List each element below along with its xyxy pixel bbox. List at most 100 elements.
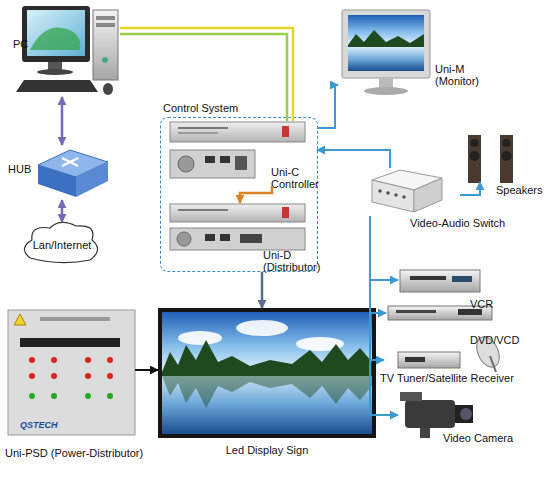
monitor-node: Uni-M (Monitor) [338,8,473,96]
monitor-bezel [342,10,430,78]
internet-node: Lan/Internet [22,222,102,268]
pc-wallpaper [30,28,80,51]
led-lake [162,372,372,434]
monitor-base [364,87,408,95]
rack-port [240,234,262,243]
dvd-tray [396,310,436,313]
hub-front [38,165,76,197]
dish-pole [490,356,496,372]
monitor-illustration [342,10,430,95]
psd-lamp [29,357,113,379]
rack-fan [178,156,194,172]
rack-port [205,156,215,163]
power-distributor-illustration [8,310,135,435]
speaker-cone [470,151,480,161]
vcr-display [452,276,472,282]
node-label: PC [13,38,28,50]
vcr-body [400,270,480,292]
led-reflection [162,376,372,408]
rack-inscription [178,209,228,211]
node-label: Video Camera [443,432,513,444]
led-cloud [178,331,222,345]
brand-logo: QSTECH [20,420,58,430]
node-label: Control System [163,102,238,114]
psd-lamp [51,393,57,399]
distributor-rack [170,204,305,250]
node-label: Led Display Sign [158,444,376,456]
speaker-cone [502,151,512,161]
speaker-cone [471,139,479,147]
rack-unit [170,204,305,222]
speaker-cabinet [468,135,481,183]
connector [120,34,287,121]
controller-node: Uni-C Controller [169,121,317,186]
connector [240,186,272,203]
node-label: Uni-D (Distributor) [263,249,329,273]
hub-logo [62,158,78,166]
psd-lamp [85,393,91,399]
camera-lens [455,405,473,423]
node-label: DVD/VCD [470,334,520,346]
node-label: Video-Audio Switch [410,217,505,229]
switch-illustration [372,170,442,212]
node-label: TV Tuner/Satellite Receiver [380,372,514,384]
node-label: Speakers [496,184,542,196]
pc-mouse [103,83,113,95]
psd-lamp [29,373,35,379]
vcr-node: VCR [398,262,508,310]
rack-port [220,234,230,241]
psd-lamp [107,393,113,399]
connector [135,369,158,371]
connector [120,28,293,121]
led-frame [158,308,376,438]
pc-keyboard [16,80,98,92]
psd-lamp [85,373,91,379]
dvd-node: DVD/VCD [386,302,511,350]
rack-switch [282,126,289,137]
connector [460,182,480,195]
led-cloud [236,320,288,336]
psd-lamp [85,357,91,363]
camera-illustration [400,392,473,438]
connector [370,216,384,360]
vcr-illustration [400,270,480,292]
monitor-lake [348,47,424,71]
tuner-node: TV Tuner/Satellite Receiver [384,338,524,386]
switch-front [372,180,414,212]
rack-port [235,156,247,170]
connector [370,216,386,313]
pc-drive [96,16,115,20]
node-label: VCR [470,298,493,310]
speakers-illustration [468,135,513,183]
psd-lamp [29,393,113,399]
pc-stand [48,62,62,70]
camera-body [405,400,455,428]
switch-jack [378,189,382,193]
psd-display [20,338,120,347]
camera-glass [460,408,472,420]
connector [370,216,398,415]
connector [61,97,64,145]
pc-monitor [22,6,90,62]
switch-side [414,178,442,212]
connector [370,216,398,280]
pc-illustration [16,6,118,95]
psd-panel [8,310,135,435]
psd-lamp [107,373,113,379]
node-label: Uni-PSD (Power-Distributor) [5,447,143,459]
led-screen-illustration [158,308,376,438]
led-trees [162,340,372,376]
monitor-stand [379,78,393,88]
speaker-cabinet [500,135,513,183]
warning-sign [14,314,26,325]
rack-port [220,156,230,163]
tuner-display [405,357,425,362]
pc-stand-base [37,69,73,75]
rack-back [170,228,305,250]
camera-node: Video Camera [398,390,518,442]
psd-lamp [29,357,35,363]
pc-node: PC [5,5,120,97]
camera-viewfinder [400,392,422,401]
pc-tower [93,10,118,80]
